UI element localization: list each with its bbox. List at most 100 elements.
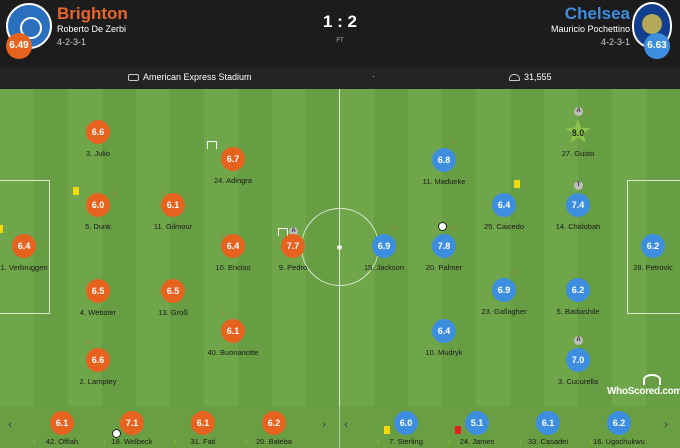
player-name: 27. Gusto xyxy=(561,149,595,158)
sub-off-arrow-icon: ↓ xyxy=(221,229,225,238)
player-name: 3. Cucurella xyxy=(557,377,599,386)
player-name: 40. Buonanotte xyxy=(207,348,259,357)
player-rating: 6.2 xyxy=(566,278,590,302)
sub-off-arrow-icon: ↓ xyxy=(161,188,165,197)
player-away[interactable]: 6.2 5. Badiashile xyxy=(538,278,618,320)
stadium-name: American Express Stadium xyxy=(143,72,252,82)
player-name: 13. Groß xyxy=(158,308,188,317)
player-name: 18. Welbeck xyxy=(111,437,153,446)
player-rating: 6.1 xyxy=(161,193,185,217)
player-away[interactable]: 6.2 28. Petrovic xyxy=(613,234,680,276)
player-name: 33. Casadei xyxy=(527,437,569,446)
left-penalty-box xyxy=(0,180,50,314)
scroll-left-icon[interactable]: ‹ xyxy=(8,417,12,431)
player-away[interactable]: A 7.0 3. Cucurella xyxy=(538,336,618,390)
player-away[interactable]: 6.4 10. Mudryk xyxy=(404,319,484,361)
player-name: 11. Madueke xyxy=(422,177,466,186)
player-name: 24. James xyxy=(459,437,495,446)
player-rating: 6.5 xyxy=(86,279,110,303)
goal-ball-icon xyxy=(112,429,121,438)
player-name: 28. Petrovic xyxy=(633,263,673,272)
player-away[interactable]: ↓ 6.9 15. Jackson xyxy=(344,224,424,276)
player-home[interactable]: ↓ 6.4 10. Enciso xyxy=(193,230,273,276)
player-name: 1. Verbruggen xyxy=(0,263,48,272)
sub-player-away[interactable]: ↑ 6.1 33. Casadei xyxy=(516,406,580,448)
player-name: 14. Chalobah xyxy=(555,222,601,231)
player-name: 2. Lamptey xyxy=(79,377,117,386)
player-away[interactable]: ↓ 6.8 11. Madueke xyxy=(404,138,484,190)
player-home[interactable]: 6.5 4. Webster xyxy=(58,279,138,321)
player-away[interactable]: 6.4 25. Caicedo xyxy=(464,180,544,235)
sub-on-arrow-icon: ↑ xyxy=(376,438,380,447)
player-home[interactable]: 6.7 24. Adingra xyxy=(193,141,273,189)
player-name: 5. Dunk xyxy=(85,222,111,231)
away-team-rating: 6.63 xyxy=(644,33,670,59)
sub-off-arrow-icon: ↓ xyxy=(452,137,456,146)
yellow-card-icon xyxy=(0,225,3,233)
match-info-bar: American Express Stadium · 31,555 xyxy=(0,67,680,89)
player-rating: 6.5 xyxy=(161,279,185,303)
player-name: 16. Ugochukwu xyxy=(593,437,645,446)
match-header: 6.49 Brighton Roberto De Zerbi 4-2-3-1 1… xyxy=(0,0,680,67)
sub-on-arrow-icon: ↑ xyxy=(244,438,248,447)
player-home[interactable]: 6.4 1. Verbruggen xyxy=(0,225,64,276)
sub-player-away[interactable]: ↑ 6.0 7. Sterling xyxy=(374,406,438,448)
player-rating: 6.9 xyxy=(372,234,396,258)
pitch: 6.6 3. Julio 6.7 24. Adingra ↓ 6.0 5. Du… xyxy=(0,89,680,406)
sub-player-away[interactable]: ↑ 6.2 16. Ugochukwu xyxy=(587,406,651,448)
player-home[interactable]: A 7.7 9. Pedro xyxy=(253,227,333,276)
player-home[interactable]: 6.6 3. Julio xyxy=(58,120,138,162)
sub-off-arrow-icon: ↓ xyxy=(86,337,90,346)
assist-badge-icon: A xyxy=(574,336,583,345)
sub-player-home[interactable]: ↑ 6.1 42. Offiah xyxy=(30,406,94,448)
player-home[interactable]: ↓ 6.0 5. Dunk xyxy=(58,187,138,235)
sub-on-arrow-icon: ↑ xyxy=(447,438,451,447)
attendance-icon xyxy=(509,74,520,81)
sub-on-arrow-icon: ↑ xyxy=(589,438,593,447)
sub-off-arrow-icon: ↓ xyxy=(221,308,225,317)
match-status: FT xyxy=(336,38,344,44)
sub-player-home[interactable]: ↑ 6.2 20. Baleba xyxy=(242,406,306,448)
away-team-name[interactable]: Chelsea xyxy=(564,4,630,23)
scroll-right-icon[interactable]: › xyxy=(322,417,326,431)
player-name: 24. Adingra xyxy=(214,176,252,185)
player-home[interactable]: ↓ 6.1 11. Gilmour xyxy=(133,189,213,235)
attendance-count: 31,555 xyxy=(524,72,552,82)
player-away[interactable]: T 7.4 14. Chalobah xyxy=(538,181,618,235)
player-rating: 6.8 xyxy=(432,148,456,172)
player-rating: 6.1 xyxy=(221,319,245,343)
whoscored-brand: WhoScored.com xyxy=(607,386,680,397)
center-spot xyxy=(337,245,342,250)
scroll-left-icon[interactable]: ‹ xyxy=(344,417,348,431)
player-home[interactable]: 6.5 13. Groß xyxy=(133,279,213,321)
player-rating: 7.8 xyxy=(432,234,456,258)
player-away[interactable]: ↓ 7.8 20. Palmer xyxy=(404,222,484,276)
sub-off-arrow-icon: ↓ xyxy=(586,107,590,116)
player-name: 25. Caicedo xyxy=(483,222,525,231)
player-name: 10. Mudryk xyxy=(425,348,463,357)
home-team-name[interactable]: Brighton xyxy=(57,4,128,23)
away-formation: 4-2-3-1 xyxy=(600,37,630,47)
corner-flag-icon xyxy=(278,228,288,236)
player-name: 23. Gallagher xyxy=(481,307,527,316)
player-name: 11. Gilmour xyxy=(153,222,193,231)
player-name: 31. Fati xyxy=(190,437,216,446)
player-rating: 5.1 xyxy=(465,411,489,435)
sub-off-arrow-icon: ↓ xyxy=(113,188,117,197)
scroll-right-icon[interactable]: › xyxy=(664,417,668,431)
player-away[interactable]: ↓ 6.9 23. Gallagher xyxy=(464,268,544,320)
sub-off-arrow-icon: ↓ xyxy=(512,267,516,276)
sub-player-away[interactable]: ↑ 5.1 24. James xyxy=(445,406,509,448)
player-home[interactable]: ↓ 6.6 2. Lamptey xyxy=(58,338,138,390)
player-home[interactable]: ↓ 6.1 40. Buonanotte xyxy=(193,309,273,361)
right-penalty-box xyxy=(627,180,680,314)
sub-player-home[interactable]: ↑ 7.1 18. Welbeck xyxy=(100,406,164,448)
player-name: 4. Webster xyxy=(79,308,117,317)
player-rating: 6.9 xyxy=(492,278,516,302)
sub-off-arrow-icon: ↓ xyxy=(392,223,396,232)
player-name: 5. Badiashile xyxy=(556,307,600,316)
player-away-man-of-match[interactable]: A ↓ 8.0 27. Gusto xyxy=(538,107,618,162)
player-rating: 6.4 xyxy=(432,319,456,343)
sub-player-home[interactable]: ↑ 6.1 31. Fati xyxy=(171,406,235,448)
player-rating: 6.4 xyxy=(221,234,245,258)
